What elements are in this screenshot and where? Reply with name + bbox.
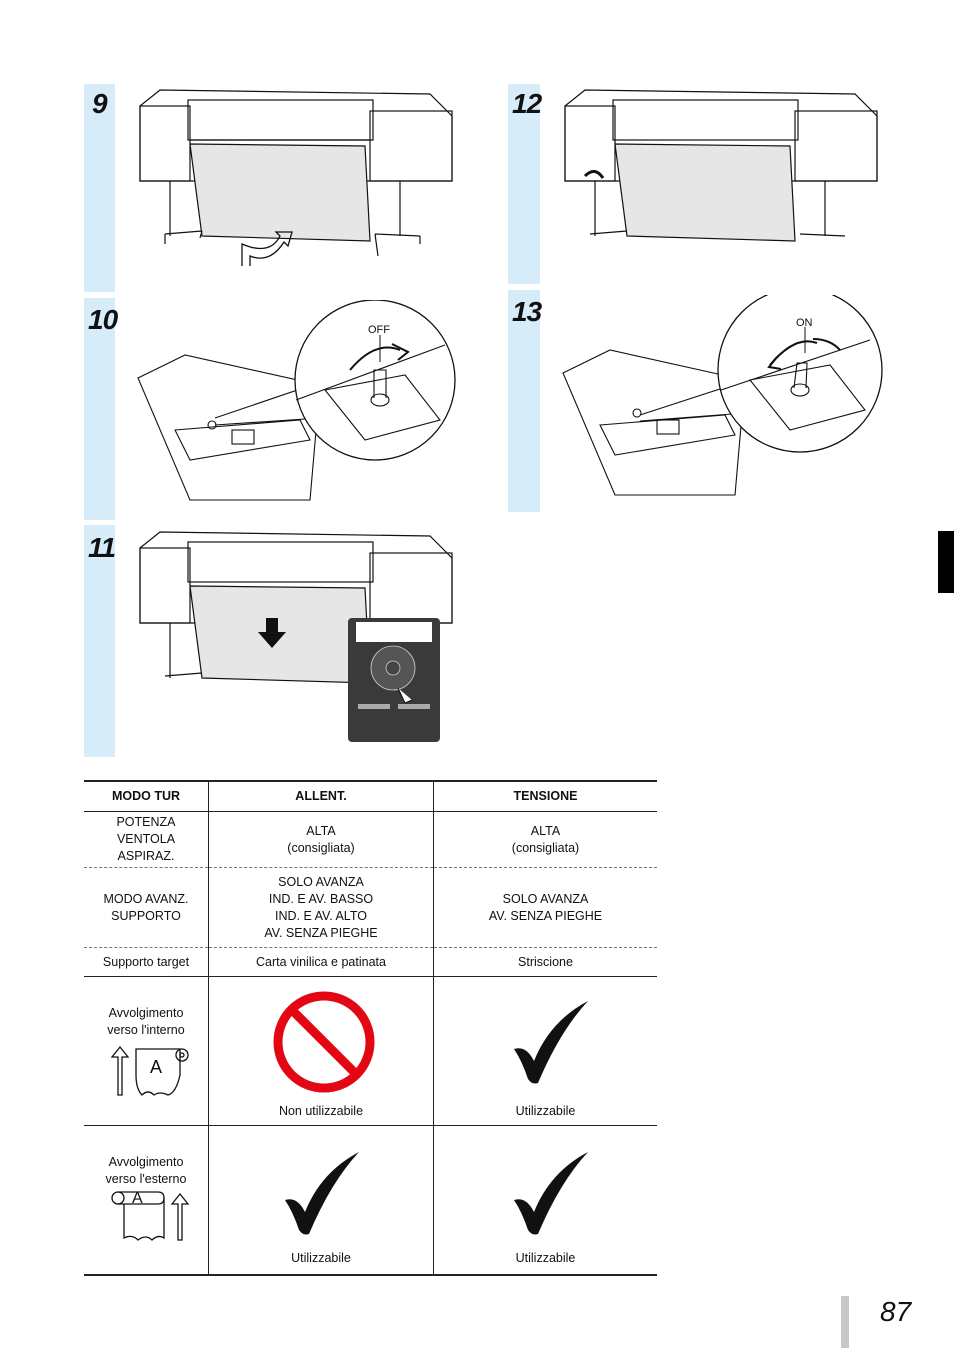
tensione-value: Striscione: [433, 947, 657, 977]
roll-letter: A: [132, 1190, 143, 1207]
prohibited-icon: [273, 991, 375, 1093]
step-number: 9: [92, 88, 108, 119]
allent-value: Non utilizzabile: [208, 976, 434, 1126]
tensione-value: Utilizzabile: [433, 976, 657, 1126]
step-bar-10: [84, 298, 115, 520]
roll-inward-icon: A: [110, 1045, 189, 1096]
checkmark-icon: [514, 1001, 588, 1084]
header-allent: ALLENT.: [208, 780, 434, 812]
allent-value: Carta vinilica e patinata: [208, 947, 434, 977]
checkmark-icon: [285, 1152, 359, 1235]
row-label: MODO AVANZ.SUPPORTO: [84, 867, 209, 948]
printer-illustration-step-12: [564, 89, 878, 242]
allent-value: Utilizzabile: [208, 1125, 434, 1276]
step-bar-11: [84, 525, 115, 757]
page-number: 87: [880, 1296, 912, 1327]
tensione-value: ALTA(consigliata): [433, 811, 657, 868]
printer-illustration-step-11: [139, 531, 453, 742]
tensione-value: Utilizzabile: [433, 1125, 657, 1276]
step-number: 10: [88, 304, 118, 335]
step-bar-12: [508, 84, 540, 284]
step-bar-13: [508, 290, 540, 512]
row-label: Supporto target: [84, 947, 209, 977]
step-number: 12: [512, 88, 542, 119]
chapter-tab: [938, 531, 954, 593]
power-switch-illustration-step-13: ON: [562, 295, 883, 496]
switch-off-label: OFF: [368, 324, 390, 336]
roll-letter: A: [150, 1057, 162, 1077]
step-number: 11: [88, 532, 116, 563]
power-switch-illustration-step-10: OFF: [137, 300, 456, 501]
page-number-bar: [841, 1296, 849, 1348]
switch-on-label: ON: [796, 317, 813, 329]
header-modo-tur: MODO TUR: [84, 780, 209, 812]
printer-illustration-step-9: [139, 89, 453, 266]
step-bar-9: [84, 84, 115, 292]
step-number: 13: [512, 296, 542, 327]
header-tensione: TENSIONE: [433, 780, 657, 812]
checkmark-icon: [514, 1152, 588, 1235]
allent-value: ALTA(consigliata): [208, 811, 434, 868]
roll-outward-icon: A: [111, 1190, 190, 1241]
paper-mode-table: MODO TUR ALLENT. TENSIONE POTENZA VENTOL…: [84, 780, 657, 1276]
